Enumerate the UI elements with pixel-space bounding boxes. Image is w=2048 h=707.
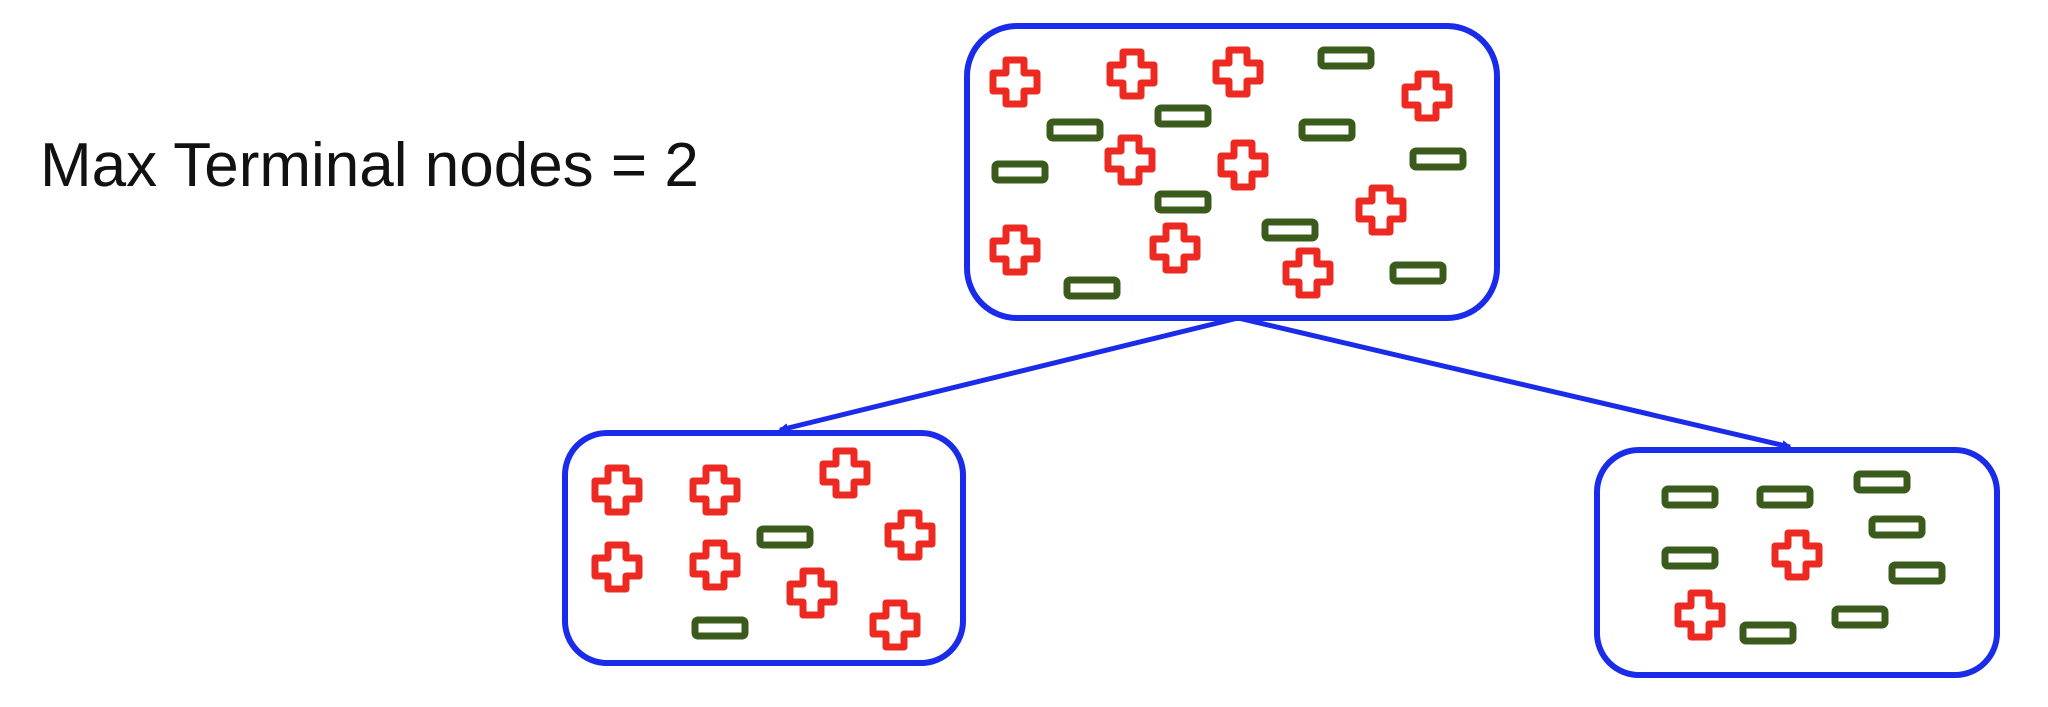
- edge-root-to-right: [1237, 315, 1792, 451]
- root-plus-icon: [1104, 134, 1156, 186]
- root-plus-icon: [1355, 184, 1407, 236]
- right-minus-icon: [1888, 561, 1946, 585]
- left-plus-icon: [591, 541, 643, 593]
- left-plus-icon: [591, 464, 643, 516]
- root-minus-icon: [1261, 218, 1319, 242]
- root-minus-icon: [1298, 118, 1356, 142]
- root-minus-icon: [1389, 261, 1447, 285]
- left-plus-icon: [689, 464, 741, 516]
- right-minus-icon: [1853, 470, 1911, 494]
- root-plus-icon: [1149, 222, 1201, 274]
- root-minus-icon: [1154, 190, 1212, 214]
- diagram-title: Max Terminal nodes = 2: [40, 131, 699, 200]
- root-plus-icon: [989, 224, 1041, 276]
- root-minus-icon: [1154, 104, 1212, 128]
- root-plus-icon: [1217, 139, 1269, 191]
- right-minus-icon: [1756, 485, 1814, 509]
- root-minus-icon: [991, 160, 1049, 184]
- edge-root-to-left: [778, 315, 1239, 433]
- root-plus-icon: [1401, 70, 1453, 122]
- right-minus-icon: [1661, 546, 1719, 570]
- left-plus-icon: [869, 599, 921, 651]
- right-minus-icon: [1831, 605, 1889, 629]
- node-samples: [591, 46, 1946, 651]
- right-plus-icon: [1771, 529, 1823, 581]
- left-plus-icon: [786, 567, 838, 619]
- root-plus-icon: [1212, 46, 1264, 98]
- root-minus-icon: [1317, 46, 1375, 70]
- right-minus-icon: [1868, 515, 1926, 539]
- root-minus-icon: [1409, 147, 1467, 171]
- root-plus-icon: [1282, 247, 1334, 299]
- right-minus-icon: [1661, 485, 1719, 509]
- left-plus-icon: [689, 539, 741, 591]
- left-plus-icon: [884, 509, 936, 561]
- root-minus-icon: [1063, 276, 1121, 300]
- left-minus-icon: [756, 525, 814, 549]
- root-minus-icon: [1046, 118, 1104, 142]
- root-plus-icon: [989, 56, 1041, 108]
- left-minus-icon: [691, 616, 749, 640]
- root-plus-icon: [1106, 48, 1158, 100]
- right-minus-icon: [1739, 621, 1797, 645]
- left-plus-icon: [819, 447, 871, 499]
- right-plus-icon: [1674, 589, 1726, 641]
